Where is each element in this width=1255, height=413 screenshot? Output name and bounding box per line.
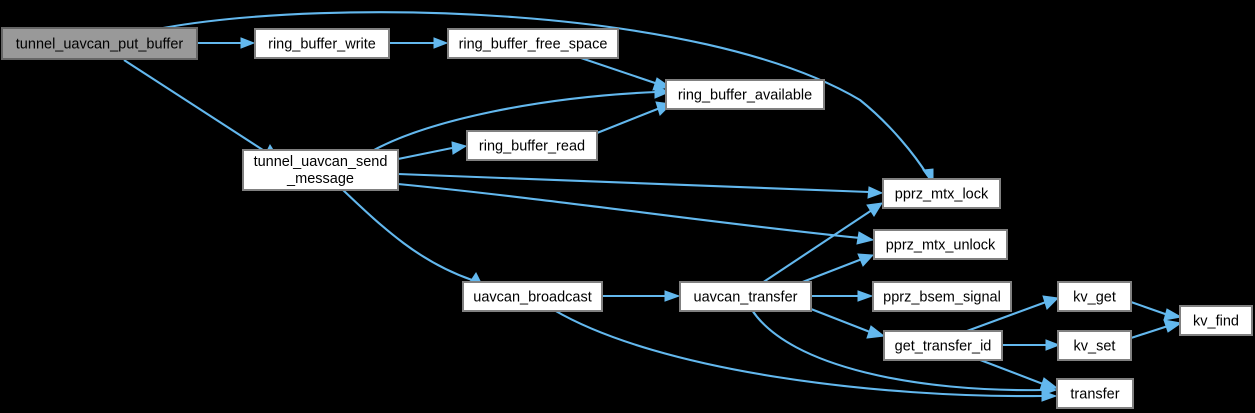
node-label-kv_set: kv_set xyxy=(1074,338,1116,354)
node-label-pprz_mtx_lock: pprz_mtx_lock xyxy=(895,186,989,202)
edge-put_buffer-to-send_message xyxy=(123,59,282,162)
edge-put_buffer-to-ring_buffer_write xyxy=(197,37,256,49)
node-label-tunnel_uavcan_put_buffer: tunnel_uavcan_put_buffer xyxy=(16,36,184,52)
edge-kv_get-to-kv_find xyxy=(1130,301,1183,321)
edge-kv_set-to-kv_find xyxy=(1130,319,1183,339)
edges-layer xyxy=(123,11,1183,402)
node-label-kv_find: kv_find xyxy=(1193,313,1239,329)
node-label-ring_buffer_available: ring_buffer_available xyxy=(678,87,812,103)
node-ring_buffer_available[interactable]: ring_buffer_available xyxy=(665,79,825,110)
node-ring_buffer_read[interactable]: ring_buffer_read xyxy=(466,130,598,161)
node-uavcan_broadcast[interactable]: uavcan_broadcast xyxy=(462,281,603,312)
edge-ring_buffer_read-to-available xyxy=(596,101,673,134)
edge-ring_buffer_write-to-free_space xyxy=(389,37,449,49)
node-label-tunnel_uavcan_send_message-line1: tunnel_uavcan_send xyxy=(254,154,388,170)
node-pprz_bsem_signal[interactable]: pprz_bsem_signal xyxy=(872,281,1012,312)
node-transfer[interactable]: transfer xyxy=(1056,378,1134,409)
nodes-layer: tunnel_uavcan_put_buffer ring_buffer_wri… xyxy=(1,27,1253,409)
node-pprz_mtx_lock[interactable]: pprz_mtx_lock xyxy=(882,178,1001,209)
node-ring_buffer_write[interactable]: ring_buffer_write xyxy=(254,28,390,59)
edge-send_message-to-ring_buffer_read xyxy=(397,141,468,161)
node-tunnel_uavcan_put_buffer[interactable]: tunnel_uavcan_put_buffer xyxy=(1,27,198,60)
edge-uavcan_transfer-to-pprz_mtx_lock xyxy=(761,202,883,284)
edge-send_message-to-available xyxy=(373,85,671,151)
node-kv_get[interactable]: kv_get xyxy=(1057,281,1132,312)
node-tunnel_uavcan_send_message[interactable]: tunnel_uavcan_send _message xyxy=(242,149,399,191)
node-label-pprz_bsem_signal: pprz_bsem_signal xyxy=(883,289,1001,305)
node-pprz_mtx_unlock[interactable]: pprz_mtx_unlock xyxy=(873,229,1008,260)
node-label-pprz_mtx_unlock: pprz_mtx_unlock xyxy=(886,237,996,253)
edge-free_space-to-available xyxy=(577,56,672,91)
edge-uavcan_transfer-to-pprz_mtx_unlock xyxy=(799,253,875,284)
node-uavcan_transfer[interactable]: uavcan_transfer xyxy=(679,281,812,312)
node-label-transfer: transfer xyxy=(1070,386,1119,402)
node-label-tunnel_uavcan_send_message-line2: _message xyxy=(286,171,354,187)
node-ring_buffer_free_space[interactable]: ring_buffer_free_space xyxy=(447,28,619,59)
node-label-kv_get: kv_get xyxy=(1073,289,1116,305)
node-label-ring_buffer_write: ring_buffer_write xyxy=(268,36,376,52)
edge-get_transfer_id-to-kv_get xyxy=(966,295,1060,332)
node-label-get_transfer_id: get_transfer_id xyxy=(895,338,992,354)
edge-get_transfer_id-to-kv_set xyxy=(1002,339,1061,351)
node-label-ring_buffer_read: ring_buffer_read xyxy=(479,138,585,154)
edge-uavcan_transfer-to-get_transfer_id xyxy=(810,308,886,339)
node-label-uavcan_transfer: uavcan_transfer xyxy=(694,289,798,305)
node-kv_find[interactable]: kv_find xyxy=(1179,305,1253,336)
node-label-uavcan_broadcast: uavcan_broadcast xyxy=(473,289,592,305)
node-label-ring_buffer_free_space: ring_buffer_free_space xyxy=(459,36,608,52)
edge-get_transfer_id-to-transfer xyxy=(974,357,1059,391)
edge-send_message-to-uavcan_broadcast xyxy=(342,189,485,290)
node-kv_set[interactable]: kv_set xyxy=(1057,330,1132,361)
edge-uavcan_broadcast-to-uavcan_transfer xyxy=(602,290,681,302)
edge-send_message-to-pprz_mtx_lock xyxy=(397,172,884,199)
edge-uavcan_transfer-to-pprz_bsem_signal xyxy=(811,290,874,302)
node-get_transfer_id[interactable]: get_transfer_id xyxy=(883,330,1003,361)
edge-send_message-to-pprz_mtx_unlock xyxy=(397,182,875,245)
